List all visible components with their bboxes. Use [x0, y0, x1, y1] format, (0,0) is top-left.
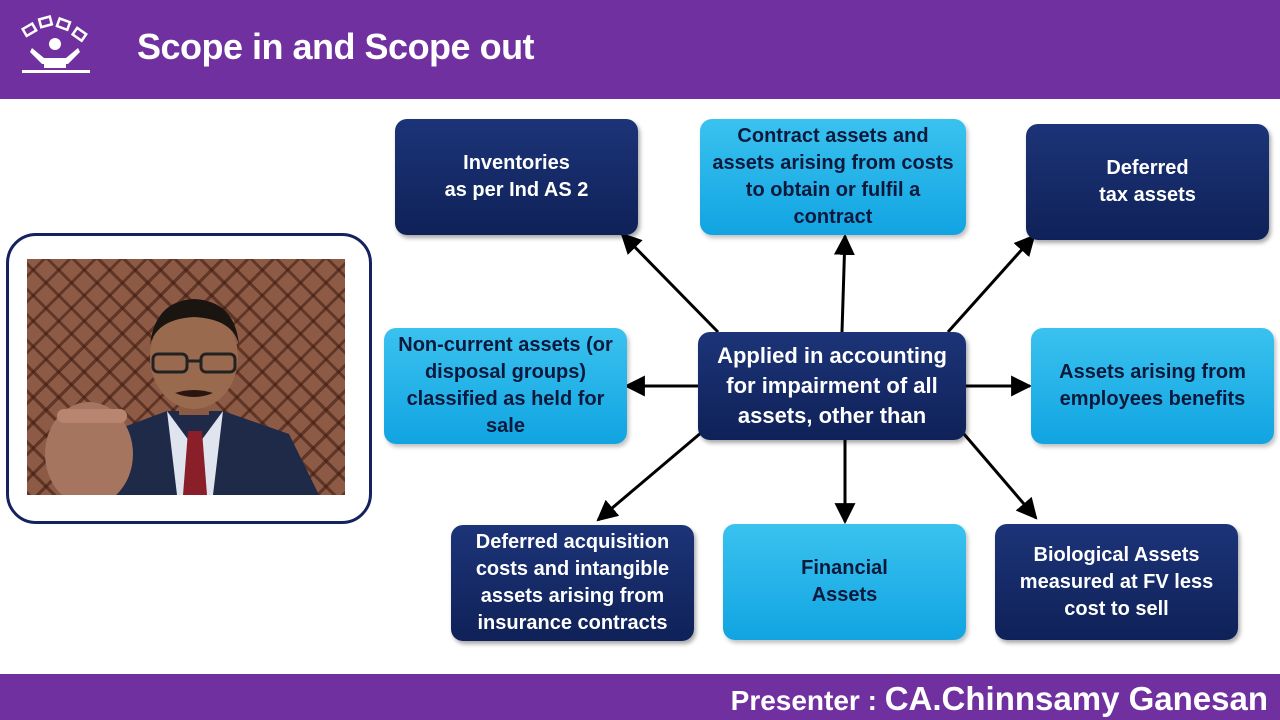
node-contract-assets: Contract assets and assets arising from …	[700, 119, 966, 235]
arrow-to-deferred-tax	[946, 234, 1036, 334]
node-deferred-tax-label: Deferred tax assets	[1099, 157, 1196, 206]
presenter-name: CA.Chinnsamy Ganesan	[884, 680, 1268, 717]
node-biological-assets: Biological Assets measured at FV less co…	[995, 524, 1238, 640]
arrow-to-deferred-acquisition	[596, 430, 703, 522]
node-deferred-acquisition: Deferred acquisition costs and intangibl…	[451, 525, 694, 641]
slide-title: Scope in and Scope out	[137, 26, 535, 67]
node-inventories-label: Inventories as per Ind AS 2	[444, 152, 589, 201]
presenter-video	[27, 259, 345, 495]
arrow-to-contract-assets	[833, 233, 855, 333]
juggling-person-logo-icon	[20, 15, 90, 73]
footer-bar	[0, 674, 1280, 720]
arrow-to-biological-assets	[962, 433, 1038, 520]
node-financial-assets: Financial Assets	[723, 524, 966, 640]
node-non-current-assets-label: Non-current assets (or disposal groups) …	[398, 334, 613, 437]
presenter-credit: Presenter : CA.Chinnsamy Ganesan	[731, 680, 1268, 718]
node-employee-benefits-label: Assets arising from employees benefits	[1059, 361, 1246, 410]
node-center-label: Applied in accounting for impairment of …	[717, 343, 947, 428]
node-employee-benefits: Assets arising from employees benefits	[1031, 328, 1274, 444]
node-deferred-tax: Deferred tax assets	[1026, 124, 1269, 240]
arrow-to-inventories	[620, 232, 720, 334]
presenter-label: Presenter :	[730, 685, 885, 716]
node-non-current-assets: Non-current assets (or disposal groups) …	[384, 328, 627, 444]
title-bar: Scope in and Scope out	[0, 0, 1280, 99]
presenter-figure	[45, 299, 319, 495]
node-contract-assets-label: Contract assets and assets arising from …	[712, 125, 954, 228]
node-biological-assets-label: Biological Assets measured at FV less co…	[1019, 543, 1214, 620]
node-deferred-acquisition-label: Deferred acquisition costs and intangibl…	[475, 531, 670, 634]
node-financial-assets-label: Financial Assets	[801, 557, 888, 606]
node-inventories: Inventories as per Ind AS 2	[395, 119, 638, 235]
node-center: Applied in accounting for impairment of …	[698, 332, 966, 440]
